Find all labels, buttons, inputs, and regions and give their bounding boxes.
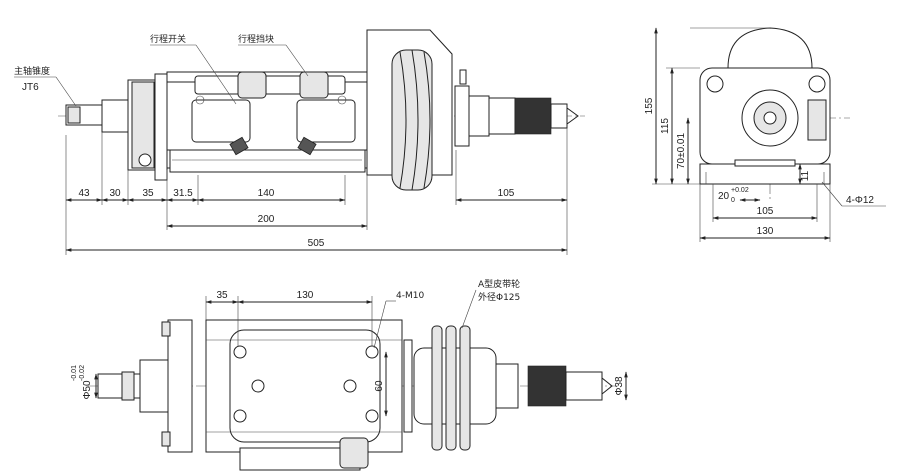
side-switch <box>807 99 827 141</box>
top-knurled-nut <box>527 365 567 407</box>
top-callouts: 4-M10 A型皮带轮 外径Φ125 <box>373 278 520 349</box>
stroke-switch-left <box>191 99 251 143</box>
dim-20: 20 <box>718 191 730 202</box>
dim-20-tol-upper: +0.02 <box>731 187 749 194</box>
label-jt6: JT6 <box>22 82 39 93</box>
dim-105-side: 105 <box>757 206 774 217</box>
label-4-holes: 4-Φ12 <box>846 195 874 206</box>
dim-60: 60 <box>374 380 385 392</box>
dim-155: 155 <box>644 97 655 114</box>
belt-pulley <box>391 49 433 191</box>
front-callouts: 主轴锥度 JT6 行程开关 行程挡块 <box>14 33 309 107</box>
top-pulley <box>431 325 471 451</box>
dim-phi50-tol-lower: -0.02 <box>79 365 86 381</box>
dim-43: 43 <box>78 188 90 199</box>
top-dimensions: 35 130 60 Φ50 -0.01 -0.02 Φ38 <box>71 290 628 417</box>
dim-phi50-tol-upper: -0.01 <box>71 365 78 381</box>
dim-115: 115 <box>660 118 671 134</box>
label-pulley-od: 外径Φ125 <box>478 291 520 303</box>
dim-130-top: 130 <box>297 290 314 301</box>
dim-105-front: 105 <box>498 188 515 199</box>
dim-phi50: Φ50 <box>82 380 93 400</box>
dim-20-tol-lower: 0 <box>731 197 735 204</box>
dim-31-5: 31.5 <box>173 188 193 199</box>
dim-30: 30 <box>109 188 121 199</box>
dim-505: 505 <box>308 238 325 249</box>
stroke-switch-right <box>296 99 356 143</box>
dim-35-top: 35 <box>216 290 228 301</box>
dim-130-side: 130 <box>757 226 774 237</box>
label-4-m10: 4-M10 <box>396 291 424 301</box>
dim-70: 70±0.01 <box>676 133 687 170</box>
label-stroke-switch: 行程开关 <box>150 33 186 45</box>
dim-140: 140 <box>258 188 275 199</box>
knurled-nut <box>514 97 552 135</box>
side-top-cover <box>727 27 813 69</box>
label-stroke-stop: 行程挡块 <box>238 33 274 45</box>
label-pulley-type: A型皮带轮 <box>478 278 520 290</box>
dim-phi38: Φ38 <box>614 376 625 396</box>
label-spindle-taper: 主轴锥度 <box>14 65 50 77</box>
front-view: 43 30 35 31.5 140 105 200 505 主轴锥度 JT6 行… <box>14 29 585 255</box>
stroke-stop-block <box>237 71 267 99</box>
rear-cap <box>454 85 470 147</box>
side-dimensions: 155 115 70±0.01 11 20 +0.02 0 105 130 4-… <box>644 27 886 242</box>
dim-200: 200 <box>258 214 275 225</box>
top-mounting-holes <box>233 345 379 423</box>
top-flange <box>167 319 193 453</box>
side-view: 155 115 70±0.01 11 20 +0.02 0 105 130 4-… <box>644 27 886 242</box>
top-view: 35 130 60 Φ50 -0.01 -0.02 Φ38 4-M10 A型皮带… <box>71 278 628 471</box>
dim-11: 11 <box>800 170 811 181</box>
front-dimensions: 43 30 35 31.5 140 105 200 505 <box>65 128 568 255</box>
dim-35: 35 <box>142 188 154 199</box>
